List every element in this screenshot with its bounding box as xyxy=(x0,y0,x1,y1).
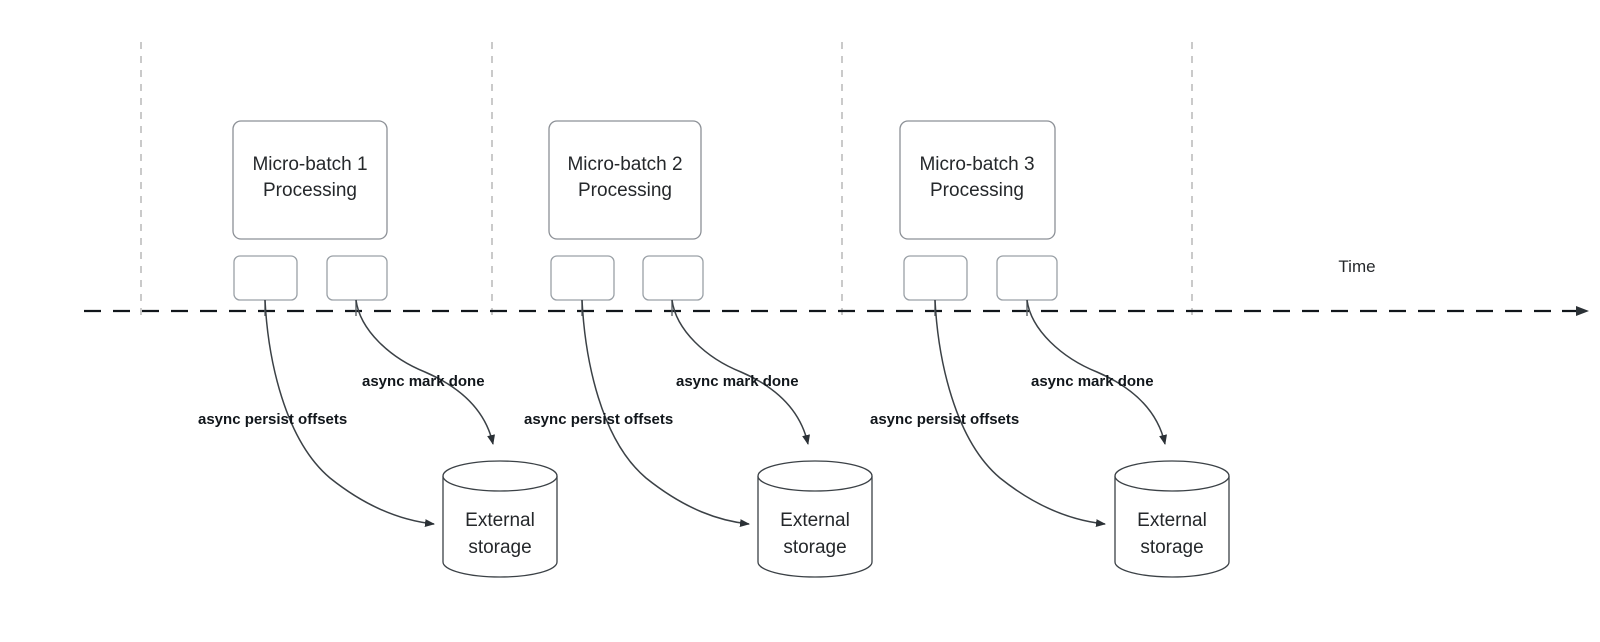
micro-batch-2-task-box-1[interactable] xyxy=(550,255,615,301)
micro-batch-3-title-line2: Processing xyxy=(930,180,1024,201)
micro-batch-2-edge-label-async-persist-offsets: async persist offsets xyxy=(524,411,673,428)
micro-batch-3-edge-async-persist-offsets xyxy=(934,299,1106,528)
micro-batch-3-task-box-1[interactable] xyxy=(903,255,968,301)
micro-batch-2-storage-top[interactable] xyxy=(757,460,873,492)
micro-batch-3-storage-label-line1: External xyxy=(1137,510,1207,531)
micro-batch-1-task-box-1[interactable] xyxy=(233,255,298,301)
micro-batch-2-task-box-2[interactable] xyxy=(642,255,704,301)
micro-batch-3-task-box-2[interactable] xyxy=(996,255,1058,301)
micro-batch-2-edge-async-persist-offsets xyxy=(581,299,750,528)
micro-batch-2-edge-async-mark-done xyxy=(671,299,810,445)
micro-batch-2-edge-label-async-mark-done: async mark done xyxy=(676,373,799,390)
micro-batch-1-edge-async-persist-offsets xyxy=(264,299,435,528)
micro-batch-1-task-box-2[interactable] xyxy=(326,255,388,301)
micro-batch-3-title-line1: Micro-batch 3 xyxy=(919,154,1034,175)
micro-batch-3-storage-body xyxy=(1114,476,1230,578)
micro-batch-2-storage-label-line2: storage xyxy=(783,537,846,558)
micro-batch-1-storage-label-line1: External xyxy=(465,510,535,531)
micro-batch-3-edge-label-async-mark-done: async mark done xyxy=(1031,373,1154,390)
micro-batch-1-edge-label-async-persist-offsets: async persist offsets xyxy=(198,411,347,428)
micro-batch-3-box[interactable] xyxy=(899,120,1056,240)
micro-batch-2-storage-body xyxy=(757,476,873,578)
micro-batch-3-storage-label-line2: storage xyxy=(1140,537,1203,558)
micro-batch-1-edge-label-async-mark-done: async mark done xyxy=(362,373,485,390)
micro-batch-1-title-line2: Processing xyxy=(263,180,357,201)
micro-batch-1-title-line1: Micro-batch 1 xyxy=(252,154,367,175)
micro-batch-1-box[interactable] xyxy=(232,120,388,240)
time-axis-label: Time xyxy=(1338,257,1375,276)
micro-batch-2-storage-label-line1: External xyxy=(780,510,850,531)
micro-batch-1-storage-label-line2: storage xyxy=(468,537,531,558)
micro-batch-3-storage-top[interactable] xyxy=(1114,460,1230,492)
timeline-tick-lines xyxy=(140,42,1193,318)
micro-batch-1-edge-async-mark-done xyxy=(355,299,495,445)
micro-batch-2-title-line2: Processing xyxy=(578,180,672,201)
micro-batch-3-edge-async-mark-done xyxy=(1026,299,1167,445)
micro-batch-2-box[interactable] xyxy=(548,120,702,240)
micro-batch-3-edge-label-async-persist-offsets: async persist offsets xyxy=(870,411,1019,428)
micro-batch-2-title-line1: Micro-batch 2 xyxy=(567,154,682,175)
micro-batch-1-storage-body xyxy=(442,476,558,578)
micro-batch-1-storage-top[interactable] xyxy=(442,460,558,492)
